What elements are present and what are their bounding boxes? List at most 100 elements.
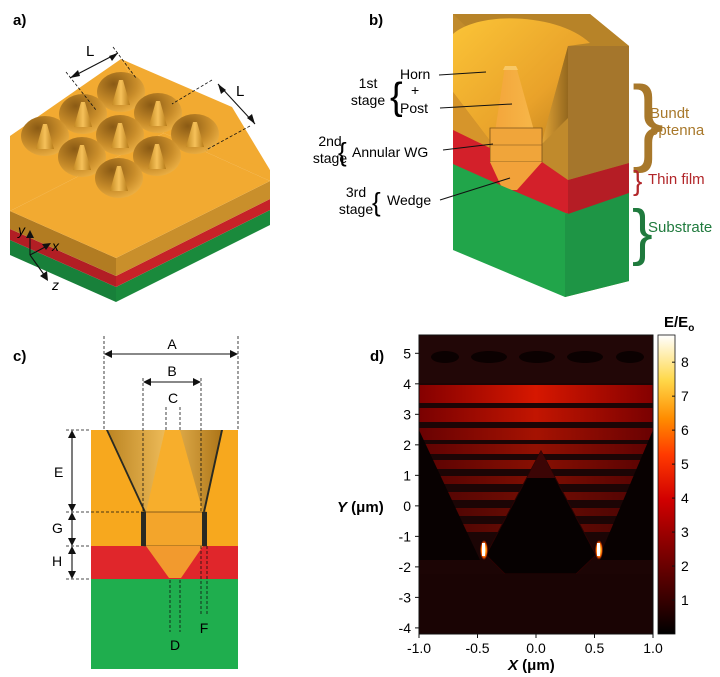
cup-post: [149, 101, 167, 126]
post-tip: [503, 66, 518, 70]
annular-wg-section: [143, 511, 207, 547]
dim-L-right-arrow2: [247, 114, 255, 124]
substrate-side-left: [10, 240, 116, 302]
thin-film-brace: }: [633, 165, 642, 196]
cup-post: [36, 124, 54, 149]
dim-G-label: G: [52, 520, 63, 536]
y-tick-label: -4: [399, 620, 412, 636]
wave-band: [419, 408, 653, 422]
post-section: [146, 430, 203, 512]
array-top-surface: [10, 133, 270, 258]
x-axis-var: X: [507, 657, 519, 674]
dim-L-left-ext1: [65, 71, 97, 111]
stage2-num: 2nd: [318, 133, 341, 149]
horn-wall-right: [598, 430, 653, 560]
dim-L-right-arrow1: [218, 84, 226, 94]
y-tick-label: 5: [403, 345, 411, 361]
wedge-section: [146, 546, 203, 578]
dim-L-right-ext1: [171, 79, 213, 105]
dim-H-arrow-bottom: [68, 571, 76, 579]
x-tick-label: -1.0: [407, 640, 431, 656]
stage1-word: stage: [351, 92, 385, 108]
cup-post: [73, 145, 91, 170]
colorbar-title-main: E/E: [664, 314, 688, 331]
horn-label: Horn: [400, 66, 430, 82]
axis-x-label: x: [51, 238, 60, 254]
stage2-word: stage: [313, 150, 347, 166]
stage3-word: stage: [339, 201, 373, 217]
axis-z-label: z: [51, 277, 59, 293]
field-node-3: [519, 351, 555, 363]
colorbar-tick-label: 7: [681, 388, 689, 404]
cup-cell: [133, 136, 181, 176]
y-axis-unit: (μm): [347, 499, 384, 516]
dim-H-arrow-top: [68, 546, 76, 554]
substrate-section: [91, 579, 238, 669]
cup-cell: [171, 114, 219, 154]
optenna-side-left: [10, 211, 116, 276]
dim-L-left-ext2: [112, 46, 137, 79]
panel-c: c) A B C E: [13, 336, 239, 669]
horn-wall-left: [419, 430, 480, 560]
colorbar-tick-label: 1: [681, 592, 689, 608]
field-map: [419, 335, 653, 634]
panel-a-label: a): [13, 12, 26, 29]
field-node-5: [616, 351, 644, 363]
colorbar-tick-label: 6: [681, 422, 689, 438]
annular-gap-left: [141, 512, 146, 546]
x-axis-unit: (μm): [518, 657, 555, 674]
axis-z-line: [29, 254, 46, 277]
panel-b-label: b): [369, 12, 383, 29]
dim-H-label: H: [52, 553, 62, 569]
dim-B-arrow-right: [193, 378, 201, 386]
dim-A-label: A: [167, 336, 177, 352]
y-tick-label: 3: [403, 406, 411, 422]
wave-band: [419, 428, 653, 440]
field-node-2: [471, 351, 507, 363]
cup-post: [111, 123, 129, 148]
colorbar-title: E/Eo: [664, 314, 694, 334]
colorbar-tick-label: 5: [681, 456, 689, 472]
bundt-label-2: optenna: [650, 122, 705, 139]
post-tip-glow: [527, 451, 555, 478]
horn-leader: [438, 71, 487, 76]
optenna-side-right: [116, 181, 270, 276]
panel-b: b) 1st stage { Horn + Post 2nd stage: [313, 12, 712, 297]
post-label: Post: [400, 100, 428, 116]
axis-y-arrow: [26, 230, 34, 238]
colorbar-tick-label: 4: [681, 490, 689, 506]
x-axis-label: X (μm): [507, 657, 555, 674]
annular-leader: [442, 143, 494, 151]
colorbar-tick-label: 3: [681, 524, 689, 540]
field-node-4: [567, 351, 603, 363]
dim-B-label: B: [167, 363, 176, 379]
thin-film-side-right: [116, 199, 270, 287]
field-node-1: [431, 351, 459, 363]
wedge-label: Wedge: [387, 192, 431, 208]
y-tick-label: 1: [403, 467, 411, 483]
y-tick-label: -2: [399, 559, 412, 575]
substrate-label: Substrate: [648, 219, 712, 236]
panel-c-label: c): [13, 348, 26, 365]
post-cone: [493, 66, 538, 145]
cup-post: [112, 80, 130, 105]
cup-cell: [21, 116, 69, 156]
wave-band: [419, 385, 653, 403]
stage1-num: 1st: [359, 75, 378, 91]
panel-d-label: d): [370, 348, 384, 365]
substrate-right-face: [565, 193, 629, 297]
horn-cavity: [453, 18, 590, 150]
substrate-brace: }: [632, 198, 653, 267]
stage3-brace: {: [372, 187, 381, 217]
stage2-brace: {: [338, 137, 347, 167]
plus-label: +: [411, 82, 419, 98]
dim-F-label: F: [200, 620, 209, 636]
dim-L-left-label: L: [86, 43, 94, 60]
dim-E-label: E: [54, 464, 63, 480]
cup-cell: [97, 72, 145, 112]
dim-A-arrow-left: [104, 350, 112, 358]
y-axis-label: Y (μm): [337, 499, 384, 516]
